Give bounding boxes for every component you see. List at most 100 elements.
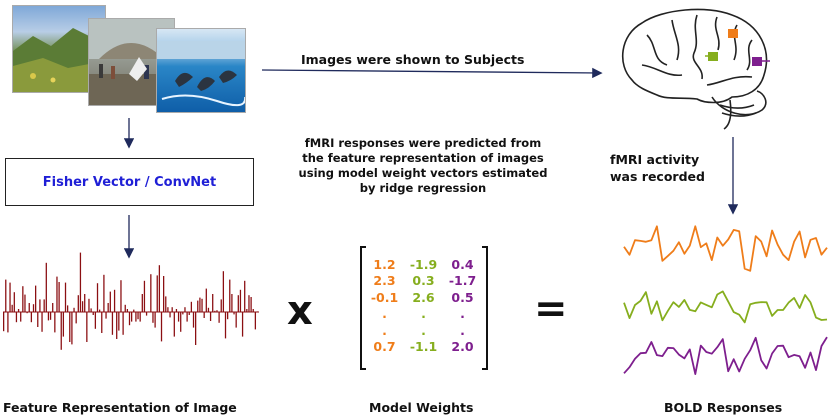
feature-bar [11, 304, 13, 312]
feature-bar [169, 312, 171, 318]
roi-purple [752, 57, 762, 66]
feature-bar [17, 309, 20, 312]
feature-bar [148, 311, 150, 312]
feature-bar [201, 298, 203, 312]
feature-bar [246, 309, 248, 312]
feature-bar [205, 288, 207, 312]
feature-bar [190, 301, 193, 312]
feature-bar [214, 310, 216, 312]
feature-bar [52, 303, 54, 312]
feature-bar [84, 294, 86, 312]
feature-bar [128, 312, 131, 326]
feature-bar [67, 305, 69, 312]
feature-bar [150, 274, 152, 312]
model-box: Fisher Vector / ConvNet [5, 158, 254, 206]
feature-bar [92, 312, 94, 315]
feature-bar [56, 276, 58, 312]
matrix-cell: 0.4 [451, 256, 474, 272]
feature-bar [197, 300, 199, 312]
feature-bar [32, 304, 35, 312]
feature-bar [79, 252, 82, 312]
feature-bar [145, 312, 148, 316]
feature-bar [231, 294, 233, 312]
feature-bar [28, 303, 30, 312]
feature-bar [58, 282, 60, 312]
feature-bar [152, 312, 154, 323]
recorded-note-line: fMRI activity [610, 152, 700, 167]
matrix-cell: 2.0 [451, 339, 474, 355]
matrix-cell: 1.2 [373, 256, 396, 272]
matrix-cell: 2.3 [373, 273, 396, 289]
recorded-note: fMRI activity was recorded [610, 151, 705, 185]
feature-bar [73, 307, 75, 312]
feature-bar [99, 309, 101, 312]
feature-bar [237, 295, 239, 312]
feature-bar [220, 299, 222, 312]
feature-bar [107, 303, 109, 312]
matrix-cell: . [460, 322, 465, 338]
feature-bar [227, 312, 229, 320]
feature-bar [254, 312, 257, 330]
matrix-row: ... [365, 322, 483, 339]
feature-bar [143, 280, 146, 312]
feature-bar [103, 274, 105, 312]
feature-bar [39, 299, 41, 312]
feature-bar [26, 312, 28, 314]
feature-bar [9, 282, 11, 312]
feature-bar [141, 294, 143, 312]
feature-bar [184, 307, 186, 312]
feature-bar [175, 309, 178, 312]
feature-bar [218, 312, 220, 323]
feature-bar [113, 289, 116, 312]
feature-bar [135, 312, 137, 322]
matrix-cell: . [382, 322, 387, 338]
matrix-cell: 0.3 [412, 273, 435, 289]
feature-bar [30, 312, 33, 323]
feature-bar [94, 312, 97, 329]
feature-bar [133, 309, 135, 312]
feature-bar [86, 312, 88, 342]
feature-bar [158, 265, 161, 312]
matrix-cell: 2.6 [412, 289, 435, 305]
feature-bar [62, 312, 65, 337]
feature-bar [49, 312, 52, 320]
feature-bar [177, 312, 180, 322]
feature-bar [118, 312, 120, 331]
feature-bar [207, 307, 210, 312]
feature-bar [60, 312, 62, 350]
feature-bar [120, 280, 122, 312]
feature-bar [165, 296, 167, 312]
feature-bar [22, 286, 24, 312]
feature-bar [101, 312, 103, 333]
feature-bar [69, 312, 71, 342]
feature-bar [71, 312, 73, 345]
feature-bar [7, 312, 9, 333]
feature-bar [131, 312, 133, 322]
feature-bar [64, 282, 67, 312]
feature-bar [54, 312, 56, 333]
feature-bar [124, 304, 126, 312]
arrow-to-subjects [261, 67, 603, 79]
feature-bar [241, 312, 244, 337]
feature-bar [105, 312, 107, 319]
feature-bar [239, 289, 242, 312]
feature-bar [212, 294, 214, 312]
feature-bar [235, 312, 237, 328]
feature-bar [182, 312, 184, 315]
matrix-cell: . [421, 306, 426, 322]
matrix-cell: . [382, 306, 387, 322]
feature-bar [173, 312, 175, 337]
recorded-note-line: was recorded [610, 169, 705, 184]
roi-orange [728, 29, 738, 38]
matrix-cell: -1.1 [409, 339, 438, 355]
feature-bar [156, 275, 158, 312]
feature-bar [224, 312, 227, 339]
feature-bar [88, 298, 90, 312]
brain-illustration [621, 8, 770, 130]
feature-bar [15, 312, 18, 323]
